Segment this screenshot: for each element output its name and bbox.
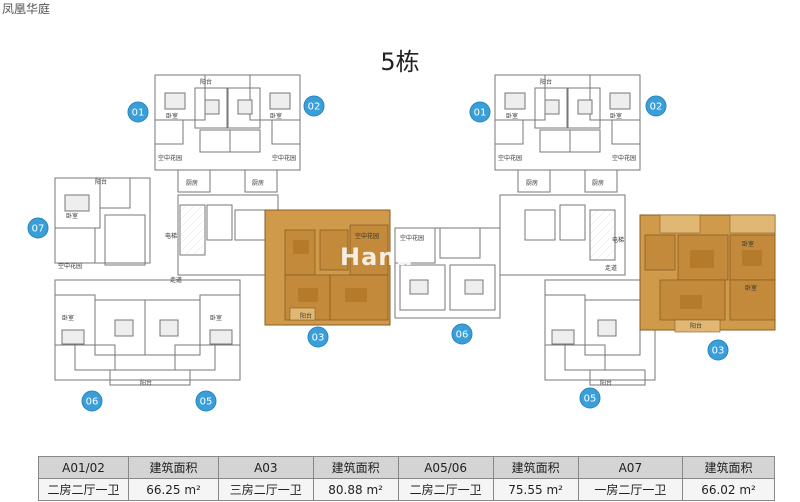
- room-labels: 阳台 卧室 卧室 空中花园 空中花园 厨房 厨房 阳台 卧室 空中花园 电梯 走…: [58, 78, 757, 387]
- svg-text:02: 02: [308, 102, 321, 113]
- label-balcony: 阳台: [95, 178, 107, 186]
- label-balcony: 阳台: [300, 312, 312, 320]
- label-balcony: 阳台: [540, 78, 552, 86]
- svg-text:06: 06: [86, 397, 99, 408]
- label-sky-garden: 空中花园: [272, 154, 296, 162]
- label-sky-garden: 空中花园: [158, 154, 182, 162]
- badge-07-left: [27, 217, 49, 239]
- label-sky-garden: 空中花园: [498, 154, 522, 162]
- svg-text:03: 03: [712, 346, 725, 357]
- area-value-cell: 75.55 m²: [492, 478, 579, 501]
- badge-05-right: [579, 387, 601, 409]
- svg-text:02: 02: [650, 102, 663, 113]
- badge-01-right: [469, 101, 491, 123]
- layout-cell: 一房二厅一卫: [577, 478, 684, 501]
- unit-03-left: [264, 209, 391, 326]
- unit-03-right: [639, 214, 776, 333]
- label-kitchen: 厨房: [592, 179, 604, 187]
- label-balcony: 阳台: [600, 379, 612, 387]
- label-corridor: 走道: [605, 264, 617, 272]
- area-table: A01/02 建筑面积 A03 建筑面积 A05/06 建筑面积 A07 建筑面…: [37, 456, 775, 501]
- label-corridor: 走道: [170, 276, 182, 284]
- svg-text:01: 01: [132, 108, 145, 119]
- area-label-cell: 建筑面积: [682, 456, 775, 479]
- label-bedroom: 卧室: [506, 112, 518, 120]
- label-balcony: 阳台: [140, 379, 152, 387]
- area-value-cell: 66.02 m²: [682, 478, 775, 501]
- unit-type-cell: A05/06: [397, 456, 494, 479]
- label-bedroom: 卧室: [270, 112, 282, 120]
- badge-02-left: [303, 95, 325, 117]
- label-bedroom: 卧室: [742, 240, 754, 248]
- svg-text:06: 06: [456, 330, 469, 341]
- badge-05-left: [195, 390, 217, 412]
- area-table-value-row: 二房二厅一卫 66.25 m² 三房二厅一卫 80.88 m² 二房二厅一卫 7…: [37, 478, 775, 501]
- badge-02-right: [645, 95, 667, 117]
- layout-cell: 三房二厅一卫: [218, 478, 314, 501]
- area-label-cell: 建筑面积: [128, 456, 219, 479]
- label-sky-garden: 空中花园: [355, 232, 379, 240]
- svg-text:03: 03: [312, 333, 325, 344]
- badge-06-left: [81, 390, 103, 412]
- left-block: [54, 74, 301, 386]
- building-title: 5栋: [380, 48, 420, 76]
- label-bedroom: 卧室: [166, 112, 178, 120]
- unit-type-cell: A01/02: [37, 456, 130, 479]
- floor-plan: 阳台 卧室 卧室 空中花园 空中花园 厨房 厨房 阳台 卧室 空中花园 电梯 走…: [27, 74, 776, 412]
- label-sky-garden: 空中花园: [612, 154, 636, 162]
- label-kitchen: 厨房: [186, 179, 198, 187]
- project-name: 凤凰华庭: [2, 2, 51, 16]
- label-elevator: 电梯: [165, 232, 177, 240]
- label-sky-garden: 空中花园: [400, 234, 424, 242]
- svg-text:07: 07: [32, 224, 45, 235]
- unit-badges: 01 02 07 03 06 06 05 01 02 03 05: [27, 95, 729, 412]
- label-bedroom: 卧室: [610, 112, 622, 120]
- label-kitchen: 厨房: [252, 179, 264, 187]
- layout-cell: 二房二厅一卫: [37, 478, 130, 501]
- unit-type-cell: A07: [577, 456, 684, 479]
- area-table-header-row: A01/02 建筑面积 A03 建筑面积 A05/06 建筑面积 A07 建筑面…: [37, 456, 775, 479]
- label-bedroom: 卧室: [210, 314, 222, 322]
- svg-text:05: 05: [200, 397, 213, 408]
- watermark: Hana: [340, 243, 414, 271]
- badge-01-left: [127, 101, 149, 123]
- label-bedroom: 卧室: [62, 314, 74, 322]
- label-kitchen: 厨房: [526, 179, 538, 187]
- label-elevator: 电梯: [612, 236, 624, 244]
- unit-center: [394, 227, 501, 319]
- badge-03-right: [707, 339, 729, 361]
- svg-text:05: 05: [584, 394, 597, 405]
- area-label-cell: 建筑面积: [492, 456, 579, 479]
- area-label-cell: 建筑面积: [312, 456, 399, 479]
- badge-03-left: [307, 326, 329, 348]
- svg-text:01: 01: [474, 108, 487, 119]
- label-balcony: 阳台: [690, 322, 702, 330]
- label-sky-garden: 空中花园: [58, 262, 82, 270]
- badge-06-center: [451, 323, 473, 345]
- area-value-cell: 80.88 m²: [312, 478, 399, 501]
- unit-type-cell: A03: [218, 456, 314, 479]
- area-value-cell: 66.25 m²: [128, 478, 219, 501]
- layout-cell: 二房二厅一卫: [397, 478, 494, 501]
- label-bedroom: 卧室: [745, 284, 757, 292]
- label-balcony: 阳台: [200, 78, 212, 86]
- label-bedroom: 卧室: [66, 212, 78, 220]
- right-block: [494, 74, 656, 386]
